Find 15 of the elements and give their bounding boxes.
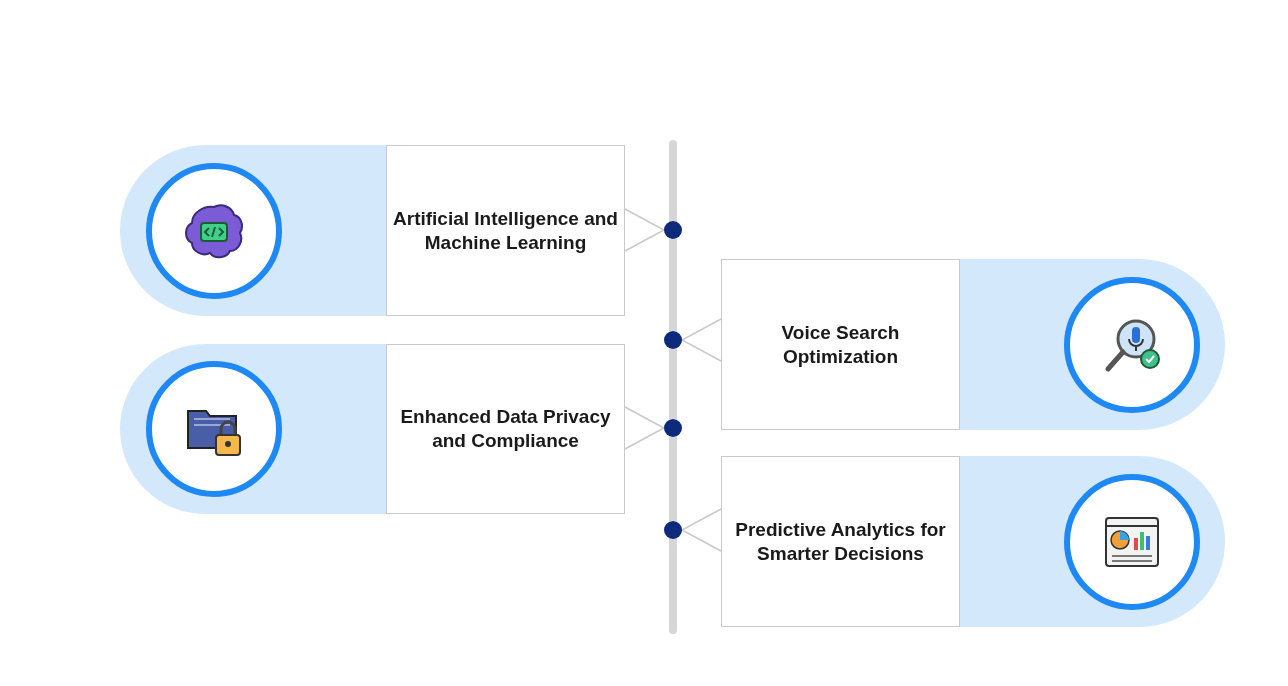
topic-title: Voice Search Optimization <box>780 320 901 369</box>
timeline-rail <box>669 239 677 331</box>
topic-title: Artificial Intelligence and Machine Learning <box>392 206 619 255</box>
timeline-dot <box>664 521 682 539</box>
timeline-dot <box>664 331 682 349</box>
timeline-rail <box>669 437 677 521</box>
topic-card <box>721 259 1225 430</box>
timeline-rail <box>669 349 677 419</box>
topic-card <box>721 456 1225 627</box>
topic-card <box>120 145 625 316</box>
timeline-dot <box>664 419 682 437</box>
topic-title: Enhanced Data Privacy and Compliance <box>399 405 612 453</box>
timeline-dot <box>664 221 682 239</box>
topic-title: Predictive Analytics for Smarter Decisions <box>734 517 947 566</box>
topic-card <box>120 344 625 514</box>
